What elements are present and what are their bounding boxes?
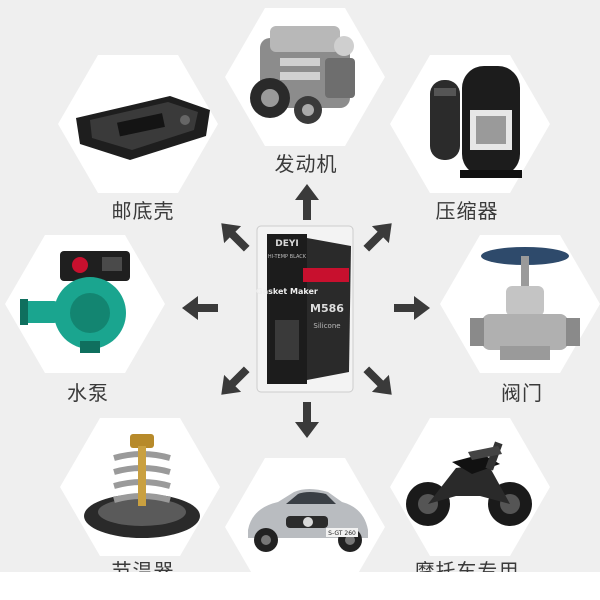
product-brand: DEYI bbox=[275, 239, 298, 249]
label-compressor: 压缩器 bbox=[435, 199, 499, 223]
product-variant: Silicone bbox=[313, 322, 340, 330]
label-engine: 发动机 bbox=[274, 152, 338, 176]
arrow-down-icon bbox=[295, 402, 319, 438]
product-line1: HI-TEMP BLACK bbox=[268, 254, 307, 260]
arrow-up-left-icon bbox=[221, 223, 250, 252]
car-image: S-GT 260 bbox=[248, 489, 368, 552]
valve-image bbox=[470, 247, 580, 360]
car-plate: S-GT 260 bbox=[328, 530, 356, 537]
arrow-right-icon bbox=[394, 296, 430, 320]
arrow-down-right-icon bbox=[363, 366, 392, 395]
arrow-left-icon bbox=[182, 296, 218, 320]
engine-image bbox=[250, 26, 355, 124]
water-pump-image bbox=[20, 251, 130, 353]
label-oil-pan: 邮底壳 bbox=[111, 199, 175, 223]
arrow-up-icon bbox=[295, 184, 319, 220]
arrow-up-right-icon bbox=[363, 223, 392, 252]
motorcycle-image bbox=[406, 441, 532, 526]
product-line2: Gasket Maker bbox=[256, 287, 318, 296]
bottom-strip bbox=[0, 572, 600, 600]
thermostat-image bbox=[84, 434, 200, 538]
arrow-down-left-icon bbox=[221, 366, 250, 395]
compressor-image bbox=[430, 66, 522, 178]
label-valve: 阀门 bbox=[501, 381, 543, 405]
product-model: M586 bbox=[310, 302, 344, 315]
label-water-pump: 水泵 bbox=[67, 381, 109, 405]
product-package: DEYI HI-TEMP BLACK Gasket Maker M586 Sil… bbox=[256, 225, 354, 393]
oil-pan-image bbox=[76, 96, 210, 160]
